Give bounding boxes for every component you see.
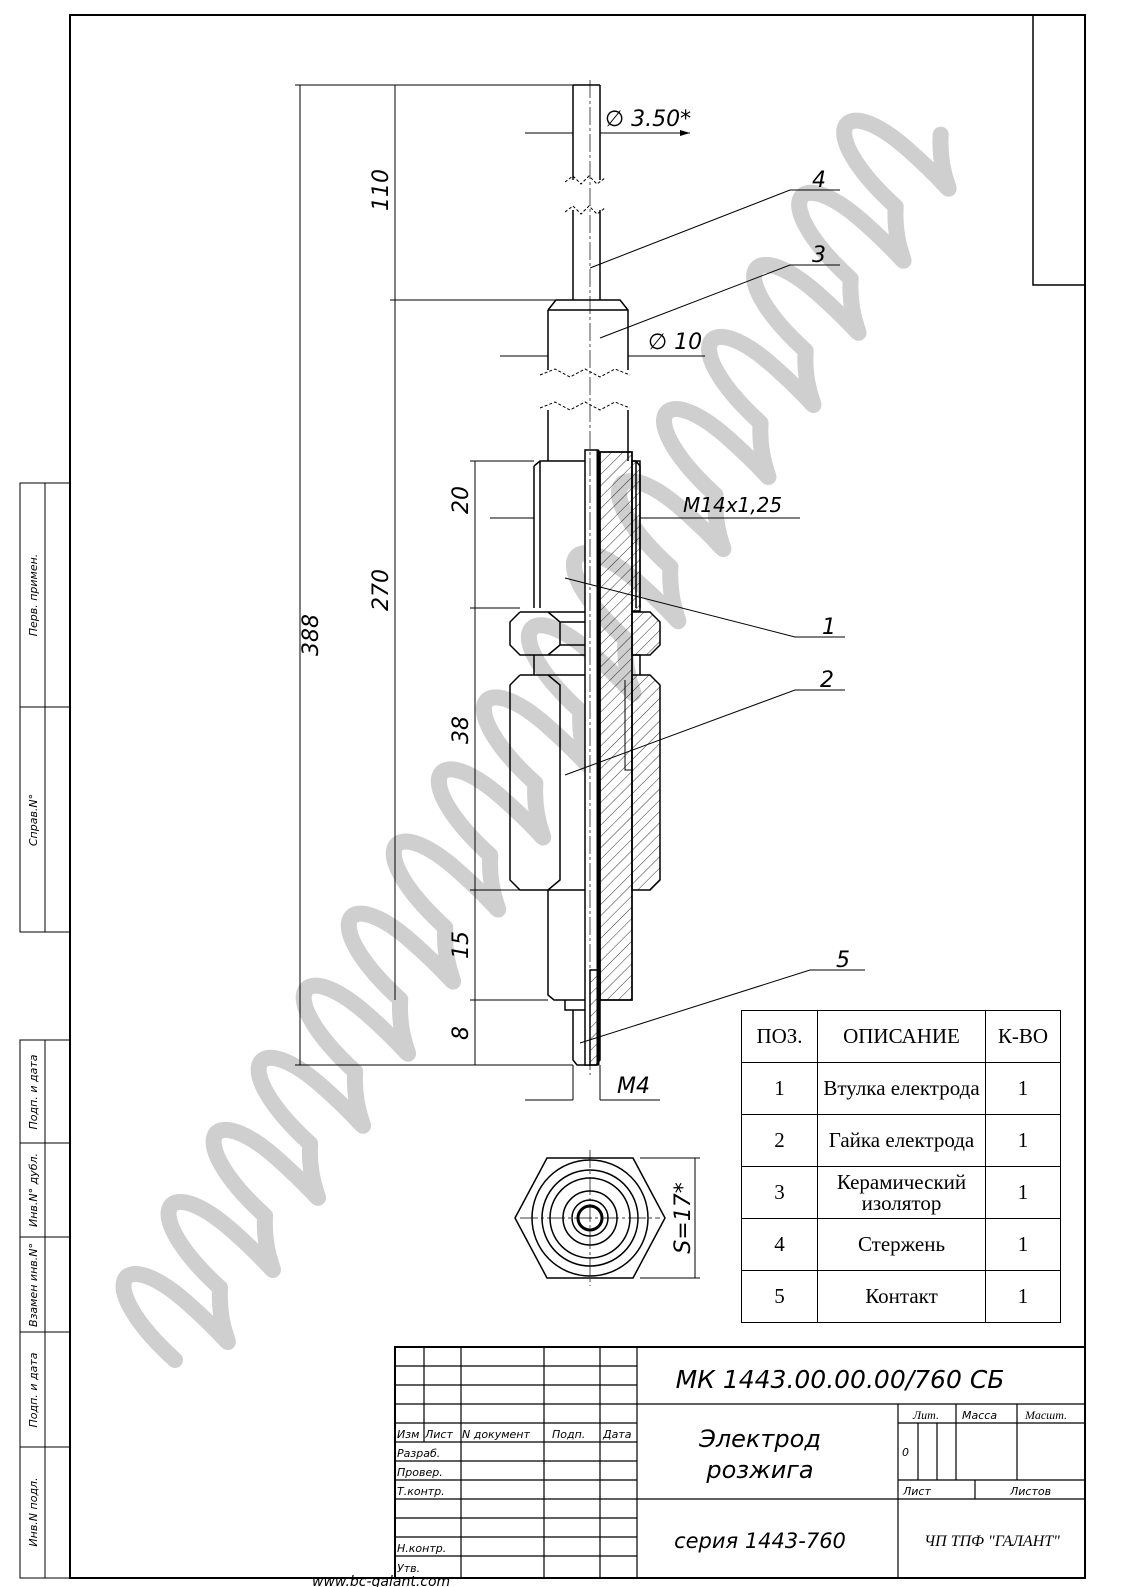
header-desc: ОПИСАНИЕ [817,1010,986,1063]
product-name-line1: Электрод [698,1425,821,1453]
dim-lower-length: 15 [449,931,474,959]
cell-qty: 1 [985,1062,1061,1115]
lit-label: Лит. [912,1408,939,1422]
stamp-podp-data-1: Подп. и дата [27,1054,40,1129]
cell-desc: Втулка електрода [817,1062,986,1115]
scale-label: Масшт. [1024,1408,1067,1422]
parts-table: ПОЗ. ОПИСАНИЕ К-ВО 1 Втулка електрода 1 … [741,1010,1061,1323]
role-nkontr: Н.контр. [397,1542,446,1555]
stamp-podp-data-2: Подп. и дата [27,1352,40,1427]
dim-nut-length: 38 [449,716,474,744]
cell-qty: 1 [985,1166,1061,1219]
stamp-vzamen: Взамен инв.N° [27,1243,40,1327]
table-row: 1 Втулка електрода 1 [741,1062,1061,1115]
callout-5: 5 [836,948,850,973]
role-razrab: Разраб. [397,1447,440,1460]
cell-pos: 2 [741,1114,818,1167]
cell-desc: Контакт [817,1270,986,1323]
dim-total-length: 388 [299,614,324,656]
dim-body-length: 270 [369,569,394,611]
stamp-inv-podl: Инв.N подл. [27,1477,40,1546]
stamp-inv-dubl: Инв.N° дубл. [27,1153,40,1227]
table-row: 4 Стержень 1 [741,1218,1061,1271]
dim-insulator-diameter: ∅ 10 [648,330,702,355]
designation: МК 1443.00.00.00/760 СБ [676,1365,1005,1394]
company: ЧП ТПФ "ГАЛАНТ" [924,1533,1060,1550]
role-prover: Провер. [397,1466,443,1479]
hdr-doc: N документ [462,1428,530,1441]
header-pos: ПОЗ. [741,1010,818,1063]
stamp-perv-primen: Перв. примен. [27,554,40,637]
electrode-end-view [514,1150,666,1286]
title-block [394,1346,1086,1579]
parts-table-header: ПОЗ. ОПИСАНИЕ К-ВО [741,1010,1061,1063]
footer-url: www.bc-galant.com [312,1574,450,1587]
watermark-graphic [115,112,957,1368]
drawing-frame: Перв. примен. Справ.N° Подп. и дата Инв.… [19,14,1086,1579]
hdr-izm: Изм [397,1428,419,1441]
dim-hex-size: S=17* [671,1182,696,1253]
cell-desc: Стержень [817,1218,986,1271]
callout-4: 4 [812,168,826,193]
dim-rod-diameter: ∅ 3.50* [605,107,691,132]
cell-desc: Гайка електрода [817,1114,986,1167]
cell-qty: 1 [985,1218,1061,1271]
table-row: 2 Гайка електрода 1 [741,1114,1061,1167]
cell-pos: 1 [741,1062,818,1115]
hdr-date: Дата [602,1428,632,1441]
dim-thread: M14x1,25 [683,493,782,517]
callout-3: 3 [812,243,826,268]
product-name-line2: розжига [705,1456,813,1484]
table-row: 5 Контакт 1 [741,1270,1061,1323]
callout-1: 1 [822,615,836,640]
hdr-list: Лист [424,1428,453,1441]
cell-pos: 5 [741,1270,818,1323]
dim-contact-length: 8 [449,1026,474,1040]
dim-contact-thread: M4 [617,1074,650,1099]
lit-value: 0 [902,1446,909,1459]
stamp-sprav: Справ.N° [27,794,40,846]
dim-thread-length: 20 [449,486,474,514]
table-row: 3 Керамический изолятор 1 [741,1166,1061,1219]
sheet-label: Лист [902,1485,931,1498]
cell-qty: 1 [985,1114,1061,1167]
mass-label: Масса [962,1409,997,1422]
series: серия 1443-760 [674,1529,846,1553]
cell-pos: 3 [741,1166,818,1219]
header-qty: К-ВО [985,1010,1061,1063]
hdr-podp: Подп. [552,1428,585,1441]
cell-qty: 1 [985,1270,1061,1323]
electrode-side-view [509,80,661,1075]
dim-rod-length: 110 [369,169,394,211]
role-tkontr: Т.контр. [397,1485,445,1498]
dimension-lines [295,84,865,1279]
cell-pos: 4 [741,1218,818,1271]
callout-2: 2 [820,668,834,693]
cell-desc: Керамический изолятор [817,1166,986,1219]
sheets-label: Листов [1009,1485,1051,1498]
role-utv: Утв. [397,1562,420,1575]
